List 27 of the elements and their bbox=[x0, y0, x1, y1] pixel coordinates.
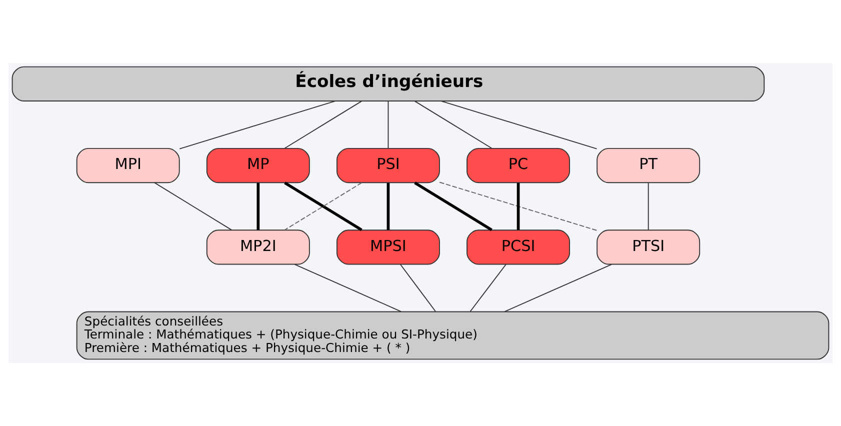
connector bbox=[414, 100, 492, 149]
connector bbox=[388, 100, 389, 149]
node-box: Spécialités conseillées Terminale : Mathématiques + (Physique-Chimie ou SI-Physique) Première : Mathématiques + Physique-Chimie + ( * ) bbox=[76, 311, 830, 360]
connector bbox=[470, 264, 506, 312]
node-box: MPSI bbox=[336, 230, 440, 265]
connector bbox=[294, 264, 402, 312]
node-box: PT bbox=[596, 148, 700, 184]
node-box: MPI bbox=[76, 148, 180, 184]
connector bbox=[256, 183, 260, 230]
node-box: MP bbox=[206, 148, 310, 184]
node-box: PCSI bbox=[466, 230, 570, 265]
node-box: PSI bbox=[336, 148, 440, 184]
node-box: PTSI bbox=[596, 230, 700, 265]
connector bbox=[414, 182, 492, 232]
connector bbox=[439, 182, 598, 231]
connector bbox=[284, 100, 362, 149]
node-box: MP2I bbox=[206, 230, 310, 265]
connector bbox=[648, 182, 649, 230]
connector bbox=[504, 264, 612, 312]
connector bbox=[154, 182, 232, 230]
connector bbox=[386, 183, 390, 230]
connector bbox=[440, 100, 598, 150]
connector bbox=[400, 264, 436, 312]
node-box: PC bbox=[466, 148, 570, 184]
connector bbox=[516, 183, 520, 230]
connector bbox=[179, 100, 336, 150]
node-box: Écoles d’ingénieurs bbox=[12, 66, 765, 102]
